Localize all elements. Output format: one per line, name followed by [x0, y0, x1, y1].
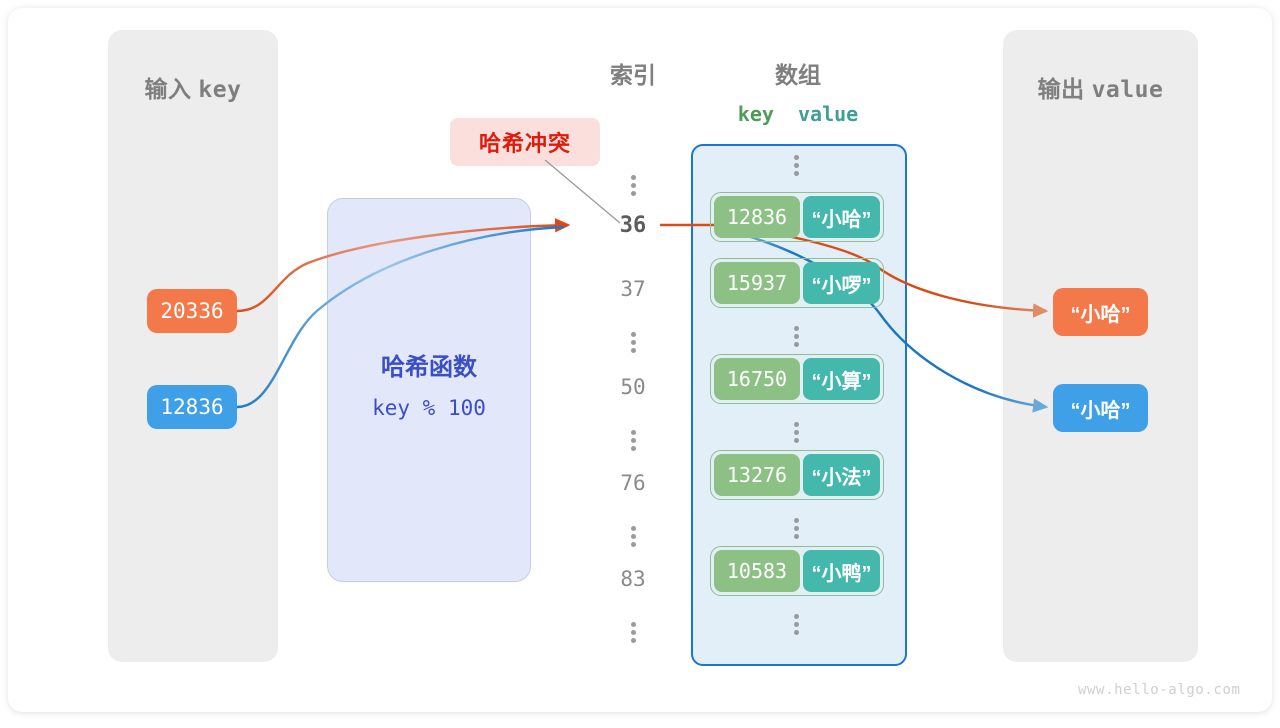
output-panel-title-cn: 输出: [1037, 76, 1085, 102]
array-row[interactable]: 10583“小鸭”: [710, 546, 884, 596]
output-value-orange[interactable]: “小哈”: [1053, 288, 1148, 336]
array-key-cell: 10583: [714, 550, 800, 592]
index-column-header: 索引: [610, 62, 656, 88]
index-label-37: 37: [620, 277, 646, 301]
input-panel-title: 输入 key: [108, 70, 278, 104]
index-ellipsis: [626, 329, 640, 355]
array-value-cell: “小啰”: [803, 262, 880, 304]
array-row[interactable]: 13276“小法”: [710, 450, 884, 500]
index-label-36: 36: [619, 213, 647, 238]
index-column: 36 37 50 76 83: [580, 144, 686, 662]
index-ellipsis: [626, 172, 640, 198]
index-ellipsis: [626, 619, 640, 645]
array-key-cell: 15937: [714, 262, 800, 304]
array-value-cell: “小鸭”: [803, 550, 880, 592]
hash-function-title: 哈希函数: [381, 354, 477, 381]
key-value-subheader: key value: [708, 102, 888, 126]
array-value-cell: “小法”: [803, 454, 880, 496]
hash-collision-badge: 哈希冲突: [450, 118, 600, 166]
output-value-panel: 输出 value: [1003, 30, 1198, 662]
array-ellipsis: [789, 419, 803, 445]
value-subheader-label: value: [798, 102, 859, 126]
array-ellipsis: [789, 515, 803, 541]
index-ellipsis: [626, 523, 640, 549]
index-ellipsis: [626, 427, 640, 453]
output-value-blue-label: “小哈”: [1070, 399, 1131, 422]
hash-function-box: 哈希函数 key % 100: [327, 198, 531, 582]
index-label-83: 83: [620, 567, 646, 591]
diagram-canvas: 输入 key 20336 12836 哈希函数 key % 100 哈希冲突 索…: [8, 8, 1272, 712]
hash-function-expression: key % 100: [372, 396, 486, 420]
index-label-76: 76: [620, 471, 646, 495]
output-panel-title: 输出 value: [1003, 70, 1198, 104]
array-key-cell: 16750: [714, 358, 800, 400]
array-row[interactable]: 12836“小哈”: [710, 192, 884, 242]
array-row[interactable]: 16750“小算”: [710, 354, 884, 404]
input-panel-title-cn: 输入: [144, 76, 192, 102]
output-value-orange-label: “小哈”: [1070, 303, 1131, 326]
array-key-cell: 12836: [714, 196, 800, 238]
key-subheader-label: key: [737, 102, 774, 126]
input-panel-title-mono: key: [198, 77, 242, 103]
input-key-12836[interactable]: 12836: [147, 385, 237, 429]
array-value-cell: “小哈”: [803, 196, 880, 238]
index-label-50: 50: [620, 375, 646, 399]
input-key-20336[interactable]: 20336: [147, 289, 237, 333]
array-key-cell: 13276: [714, 454, 800, 496]
array-value-cell: “小算”: [803, 358, 880, 400]
array-ellipsis: [789, 611, 803, 637]
input-key-panel: 输入 key: [108, 30, 278, 662]
output-panel-title-mono: value: [1091, 77, 1164, 103]
output-value-blue[interactable]: “小哈”: [1053, 384, 1148, 432]
watermark: www.hello-algo.com: [1078, 682, 1241, 698]
array-column-header: 数组: [775, 62, 821, 88]
input-key-12836-label: 12836: [160, 395, 224, 419]
array-ellipsis: [789, 152, 803, 178]
hash-collision-label: 哈希冲突: [478, 131, 571, 156]
input-key-20336-label: 20336: [160, 299, 224, 323]
array-row[interactable]: 15937“小啰”: [710, 258, 884, 308]
array-ellipsis: [789, 323, 803, 349]
